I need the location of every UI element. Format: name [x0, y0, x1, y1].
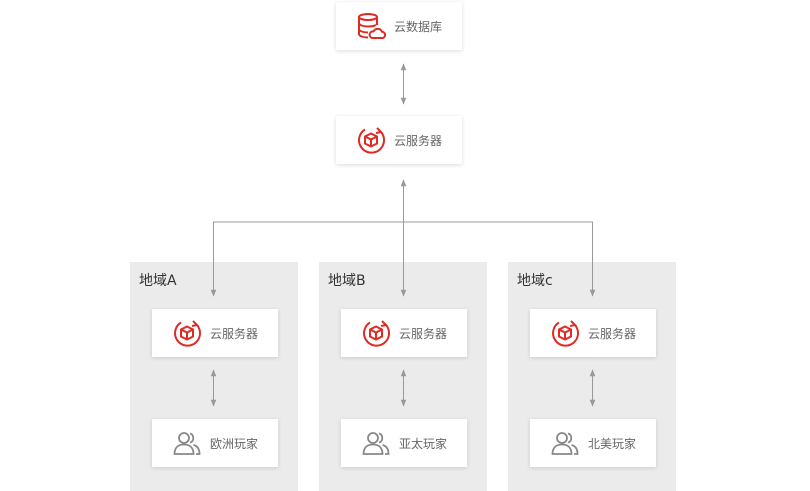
region-a-players-node[interactable]: 欧洲玩家 [152, 419, 278, 467]
server-cube-icon [359, 316, 393, 350]
cloud-database-label: 云数据库 [394, 19, 443, 34]
central-server-label: 云服务器 [394, 133, 443, 148]
region-b-label: 地域B [328, 273, 366, 289]
database-cloud-icon [354, 9, 388, 43]
region-b-players-label: 亚太玩家 [399, 436, 448, 451]
cloud-database-node[interactable]: 云数据库 [336, 2, 462, 50]
region-c-label: 地域c [517, 273, 553, 289]
region-c-players-node[interactable]: 北美玩家 [530, 419, 656, 467]
server-cube-icon [354, 123, 388, 157]
server-to-region-c-arrow [403, 221, 596, 297]
region-b-players-node[interactable]: 亚太玩家 [341, 419, 467, 467]
region-b-server-label: 云服务器 [399, 326, 448, 341]
region-a-server-node[interactable]: 云服务器 [152, 309, 278, 357]
region-b-server-node[interactable]: 云服务器 [341, 309, 467, 357]
region-c-server-node[interactable]: 云服务器 [530, 309, 656, 357]
users-icon [359, 426, 393, 460]
users-icon [548, 426, 582, 460]
region-a-players-label: 欧洲玩家 [210, 436, 259, 451]
region-c-server-label: 云服务器 [588, 326, 637, 341]
region-a-server-label: 云服务器 [210, 326, 259, 341]
region-c-players-label: 北美玩家 [588, 436, 637, 451]
server-cube-icon [170, 316, 204, 350]
server-to-region-a-arrow [210, 221, 404, 297]
users-icon [170, 426, 204, 460]
central-server-node[interactable]: 云服务器 [336, 116, 462, 164]
region-a-label: 地域A [139, 273, 177, 289]
server-cube-icon [548, 316, 582, 350]
